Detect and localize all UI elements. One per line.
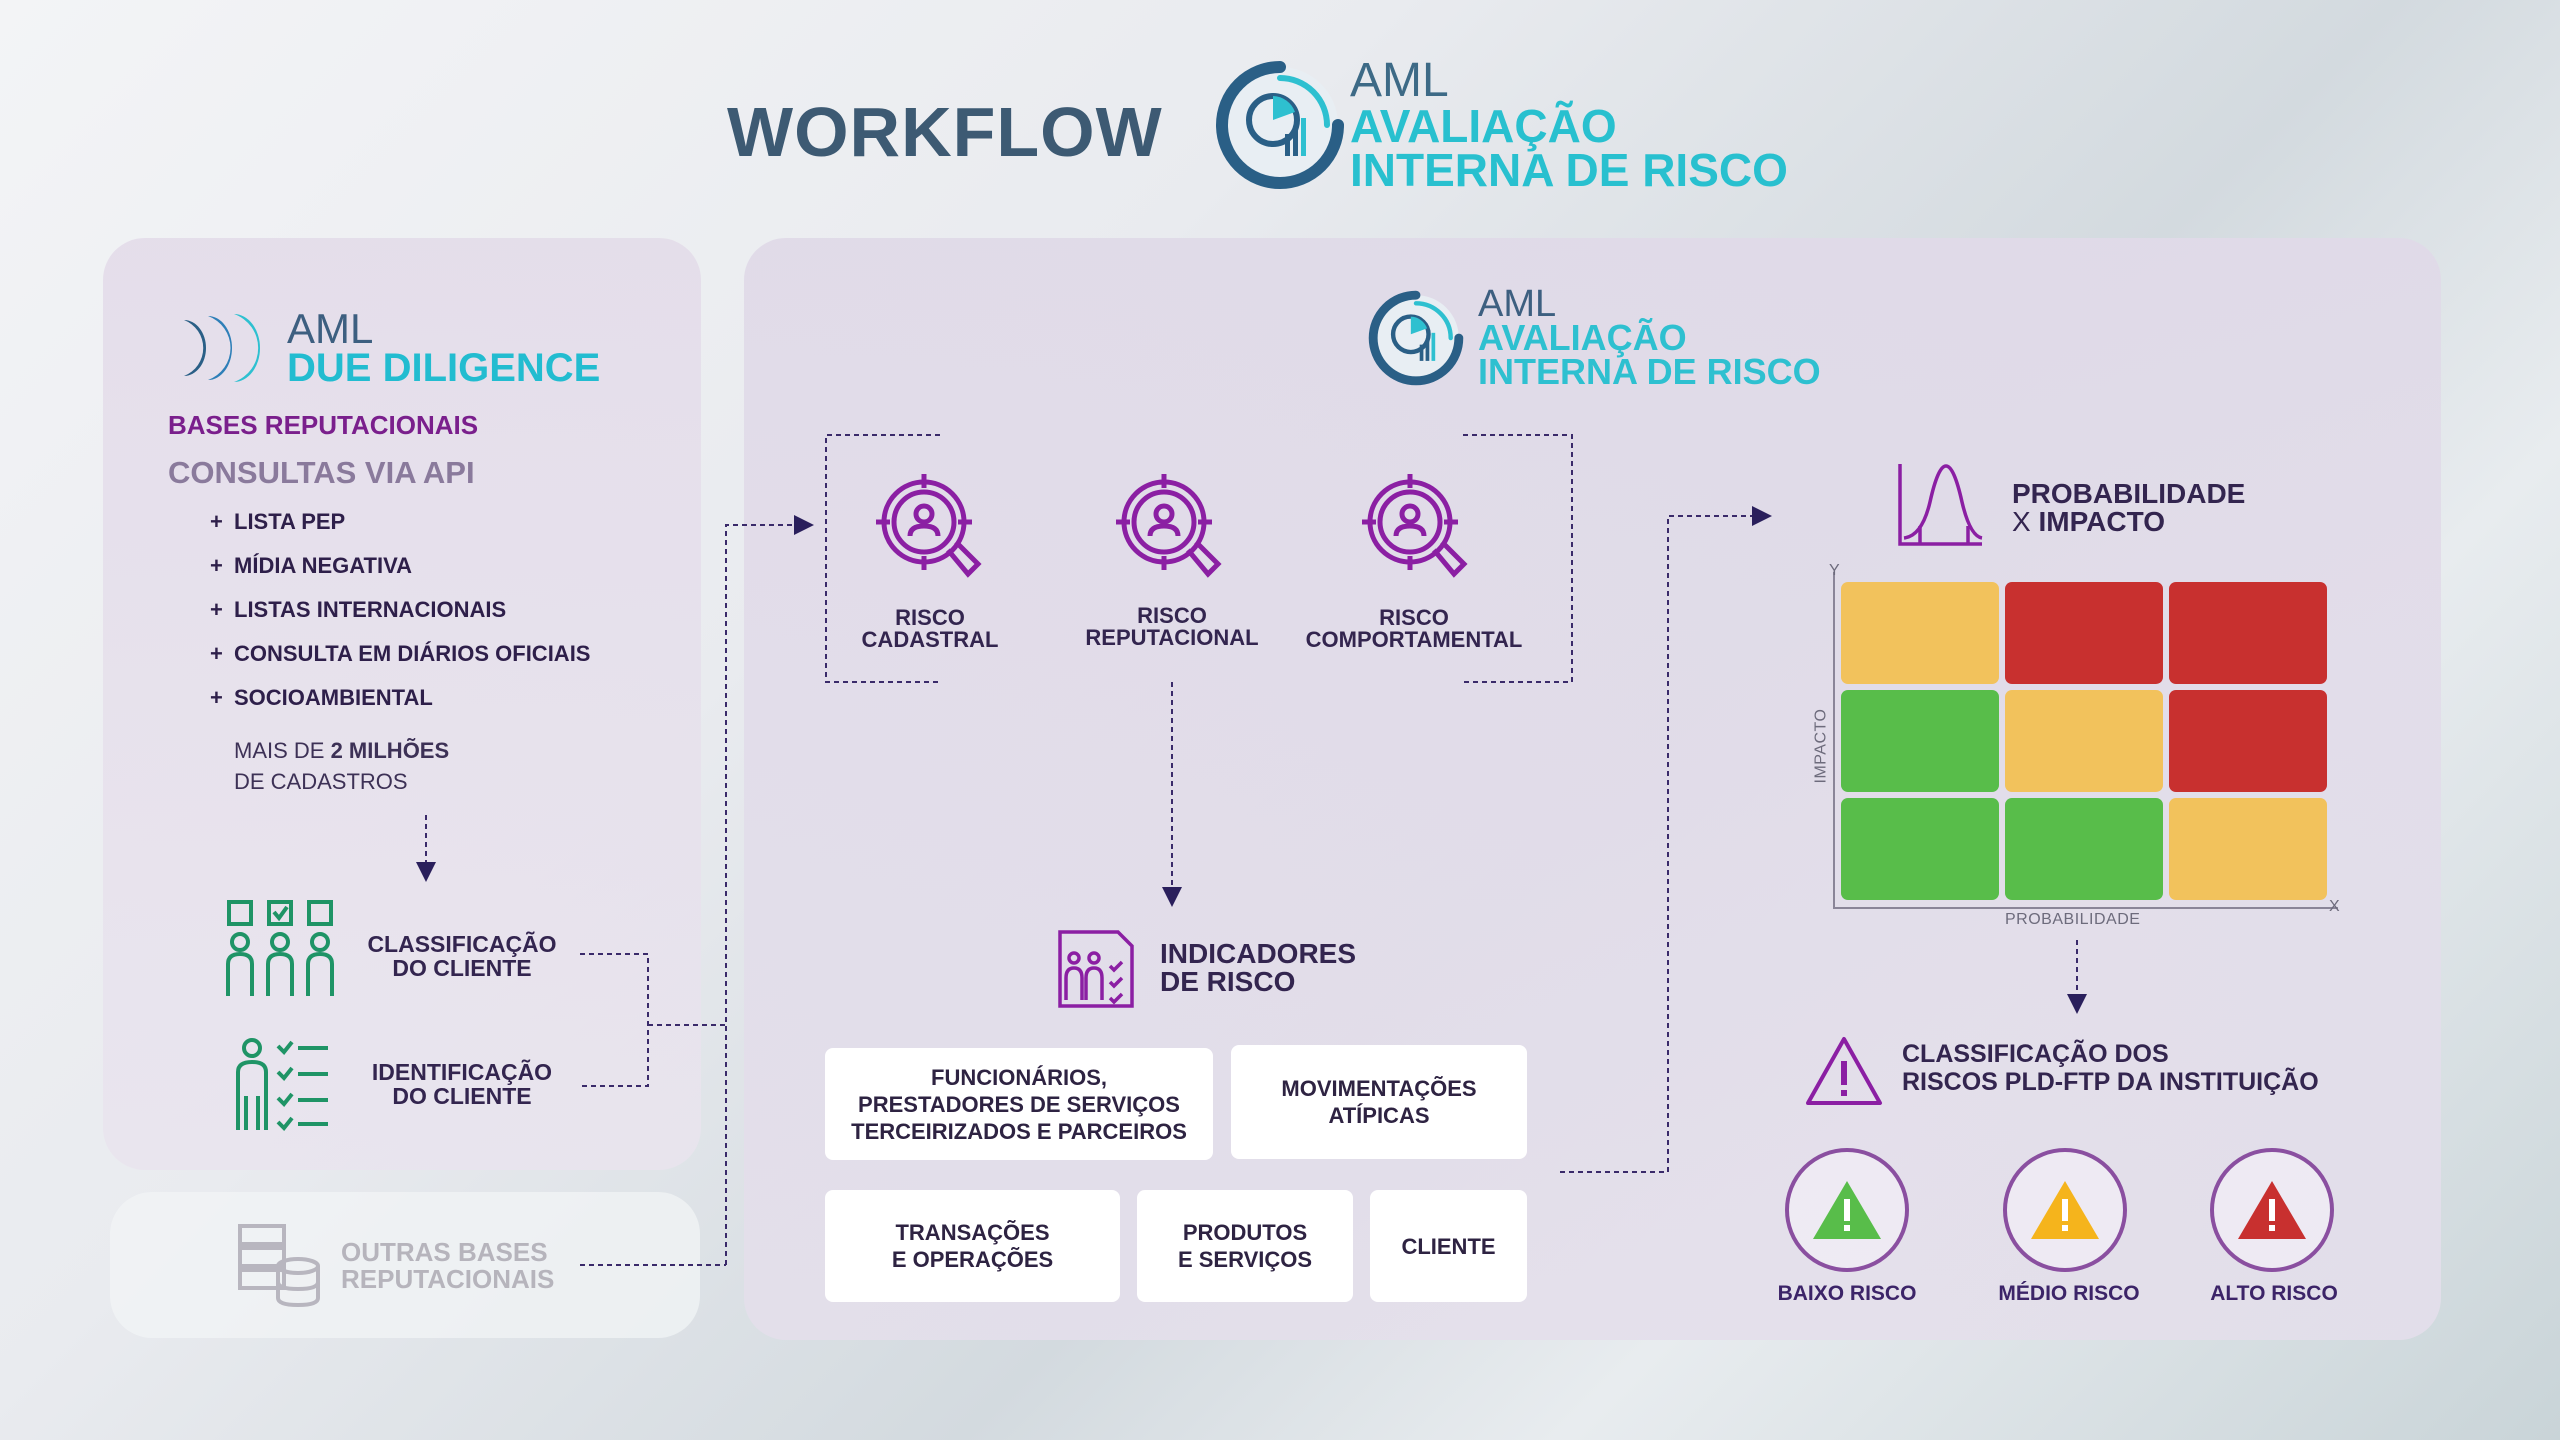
- matrix-cell: [1841, 798, 1999, 900]
- list-item: +LISTA PEP: [210, 509, 346, 534]
- list-item: +MÍDIA NEGATIVA: [210, 553, 413, 578]
- target-search-icon: [1116, 474, 1222, 578]
- list-item: +LISTAS INTERNACIONAIS: [210, 597, 507, 622]
- alto-risco-label: ALTO RISCO: [2210, 1282, 2338, 1305]
- axis-impacto-label: IMPACTO: [1812, 708, 1830, 784]
- warning-triangle-icon: [2031, 1181, 2099, 1239]
- header-brand-aml: AML: [1350, 54, 1449, 107]
- plus-icon: +: [210, 509, 223, 534]
- alto-risco-badge: [2210, 1148, 2334, 1272]
- plus-icon: +: [210, 553, 223, 578]
- medio-risco-label: MÉDIO RISCO: [1998, 1282, 2140, 1305]
- avaliacao-brand: AML AVALIAÇÃO INTERNA DE RISCO: [1478, 283, 1821, 392]
- plus-icon: +: [210, 685, 223, 710]
- plus-icon: +: [210, 597, 223, 622]
- bases-reputacionais-title: BASES REPUTACIONAIS: [168, 410, 479, 440]
- axis-probabilidade-label: PROBABILIDADE: [2005, 911, 2141, 928]
- report-checklist-icon: [1058, 930, 1134, 1008]
- header-brand-line3: INTERNA DE RISCO: [1350, 144, 1788, 196]
- target-search-icon: [1362, 474, 1468, 578]
- probabilidade-impacto-label: PROBABILIDADE X IMPACTO: [2012, 478, 2246, 537]
- indicator-box: CLIENTE: [1370, 1190, 1527, 1302]
- warning-triangle-icon: [1806, 1037, 1882, 1105]
- header-brand: AML AVALIAÇÃO INTERNA DE RISCO: [1350, 54, 1788, 196]
- matrix-cell: [1841, 690, 1999, 792]
- medio-risco-badge: [2003, 1148, 2127, 1272]
- avaliacao-brand-line3: INTERNA DE RISCO: [1478, 351, 1821, 392]
- list-item: +CONSULTA EM DIÁRIOS OFICIAIS: [210, 641, 591, 666]
- warning-triangle-icon: [1813, 1181, 1881, 1239]
- page-title: WORKFLOW: [727, 93, 1163, 171]
- matrix-cell: [2169, 690, 2327, 792]
- indicadores-risco-label: INDICADORES DE RISCO: [1160, 938, 1357, 997]
- axis-y-label: Y: [1829, 562, 1841, 579]
- risk-matrix-axes: [1833, 572, 2338, 909]
- list-item: +SOCIOAMBIENTAL: [210, 685, 433, 710]
- client-classification-icon: [226, 900, 334, 996]
- bell-curve-chart-icon: [1898, 464, 1983, 546]
- matrix-cell: [2005, 690, 2163, 792]
- matrix-cell: [1841, 582, 1999, 684]
- warning-triangle-icon: [2238, 1181, 2306, 1239]
- matrix-cell: [2169, 798, 2327, 900]
- axis-x-label: X: [2329, 898, 2341, 915]
- aml-avaliacao-logo-icon: [1368, 290, 1464, 386]
- dd-brand-aml: AML: [287, 305, 374, 352]
- identificacao-cliente-label: IDENTIFICAÇÃO DO CLIENTE: [371, 1059, 553, 1109]
- baixo-risco-badge: [1785, 1148, 1909, 1272]
- matrix-cell: [2005, 582, 2163, 684]
- matrix-cell: [2169, 582, 2327, 684]
- client-identification-icon: [236, 1038, 328, 1131]
- plus-icon: +: [210, 641, 223, 666]
- target-search-icon: [876, 474, 982, 578]
- baixo-risco-label: BAIXO RISCO: [1777, 1282, 1917, 1305]
- dd-brand-name: DUE DILIGENCE: [287, 346, 601, 390]
- header-brand-line2: AVALIAÇÃO: [1350, 100, 1617, 152]
- cadastros-count: MAIS DE 2 MILHÕES DE CADASTROS: [234, 738, 450, 794]
- avaliacao-brand-aml: AML: [1478, 283, 1557, 325]
- consultas-api-title: CONSULTAS VIA API: [168, 455, 475, 490]
- classificacao-riscos-label: CLASSIFICAÇÃO DOS RISCOS PLD-FTP DA INST…: [1902, 1040, 2319, 1096]
- database-server-icon: [238, 1224, 320, 1308]
- aml-logo-icon: [1216, 61, 1344, 189]
- avaliacao-brand-line2: AVALIAÇÃO: [1478, 317, 1687, 358]
- matrix-cell: [2005, 798, 2163, 900]
- due-diligence-brand: AML DUE DILIGENCE: [287, 305, 601, 390]
- outras-bases-label: OUTRAS BASES REPUTACIONAIS: [341, 1237, 555, 1294]
- due-diligence-logo-icon: [184, 314, 260, 382]
- classificacao-cliente-label: CLASSIFICAÇÃO DO CLIENTE: [367, 931, 557, 981]
